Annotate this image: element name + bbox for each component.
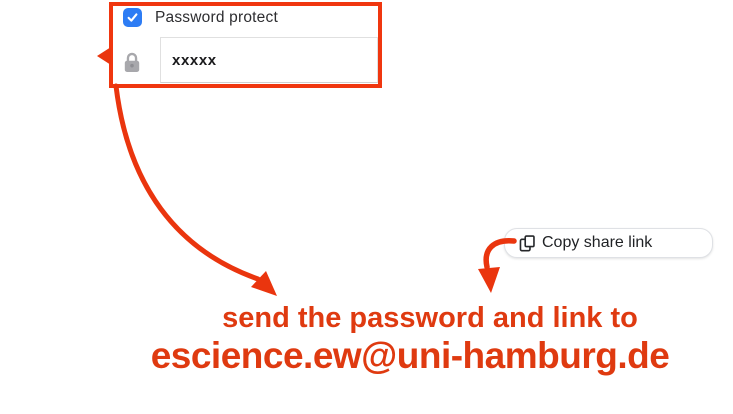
instruction-line1: send the password and link to [222, 302, 638, 334]
lock-icon [123, 51, 141, 74]
password-protect-label[interactable]: Password protect [155, 8, 278, 26]
instruction-line2: escience.ew@uni-hamburg.de [150, 335, 670, 376]
curved-arrow-to-instruction [113, 83, 277, 296]
password-protect-checkbox[interactable] [123, 8, 142, 27]
password-input[interactable] [160, 37, 378, 83]
copy-share-link-button[interactable]: Copy share link [504, 228, 713, 258]
check-icon [126, 11, 139, 24]
copy-share-link-label: Copy share link [542, 234, 653, 251]
password-protect-row: Password protect [123, 8, 278, 27]
copy-icon [518, 234, 537, 253]
